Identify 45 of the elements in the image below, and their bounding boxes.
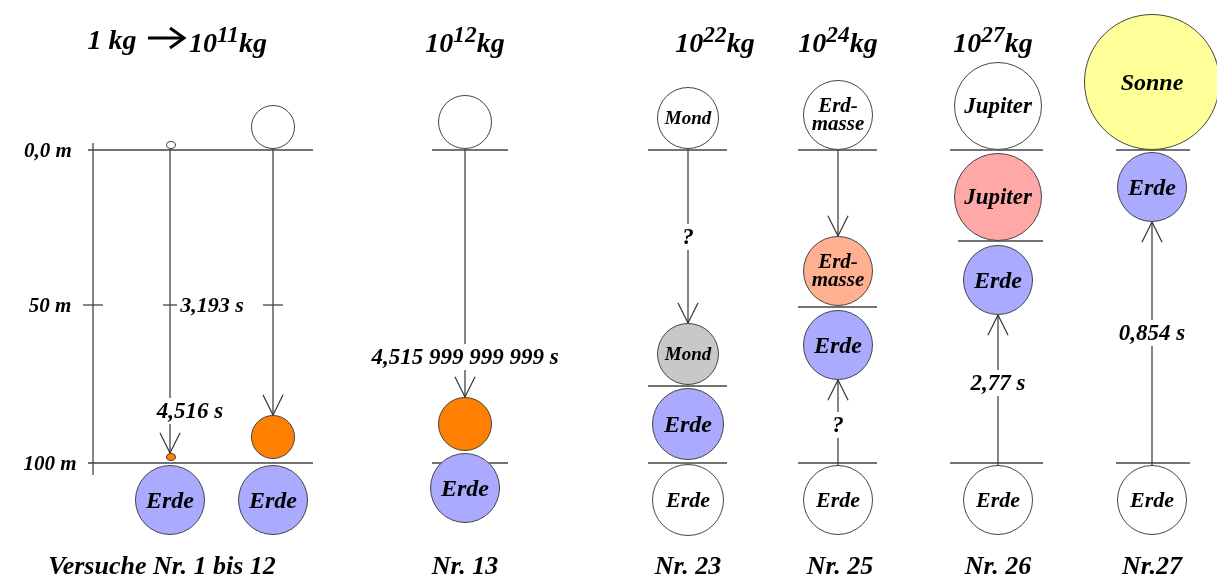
arrow — [262, 148, 284, 416]
sphere: Jupiter — [954, 62, 1042, 150]
time-label: 3,193 s — [180, 292, 244, 318]
mass-heading: 1 kg — [87, 24, 137, 56]
sphere: Erde — [652, 464, 724, 536]
experiment-label: Nr. 23 — [654, 551, 722, 577]
sphere — [251, 415, 295, 459]
experiment-label: Nr.27 — [1122, 551, 1182, 577]
sphere: Erde — [1117, 465, 1187, 535]
arrow — [1141, 221, 1163, 466]
sphere — [438, 95, 492, 149]
sphere: Erde — [963, 245, 1033, 315]
sphere: Erde — [1117, 152, 1187, 222]
sphere — [438, 397, 492, 451]
sphere: Erde — [963, 465, 1033, 535]
experiment-label: Nr. 25 — [806, 551, 874, 577]
mass-heading: 10$^{11}$kg — [189, 20, 267, 60]
arrow — [827, 149, 849, 237]
sphere: Erd- masse — [803, 236, 873, 306]
sphere: Erde — [652, 388, 724, 460]
sphere: Erde — [238, 465, 308, 535]
sphere — [251, 105, 295, 149]
mass-heading: 10$^{27}$kg — [953, 20, 1033, 60]
sphere — [166, 141, 176, 149]
sphere — [166, 453, 176, 461]
experiment-label: Versuche Nr. 1 bis 12 — [48, 551, 276, 577]
mass-heading: 10$^{24}$kg — [798, 20, 878, 60]
sphere: Mond — [657, 323, 719, 385]
sphere: Jupiter — [954, 153, 1042, 241]
sphere: Sonne — [1084, 14, 1217, 150]
sphere: Erd- masse — [803, 80, 873, 150]
sphere: Erde — [803, 310, 873, 380]
mass-heading: 10$^{22}$kg — [675, 20, 755, 60]
sphere: Mond — [657, 87, 719, 149]
arrow — [159, 148, 181, 454]
height-label: 50 m — [28, 292, 72, 318]
height-label: 100 m — [23, 450, 77, 476]
experiment-label: Nr. 26 — [964, 551, 1032, 577]
sphere: Erde — [803, 465, 873, 535]
sphere: Erde — [135, 465, 205, 535]
height-label: 0,0 m — [24, 137, 72, 163]
sphere: Erde — [430, 453, 500, 523]
mass-heading: 10$^{12}$kg — [425, 20, 505, 60]
arrow — [454, 148, 476, 398]
experiment-label: Nr. 13 — [431, 551, 499, 577]
